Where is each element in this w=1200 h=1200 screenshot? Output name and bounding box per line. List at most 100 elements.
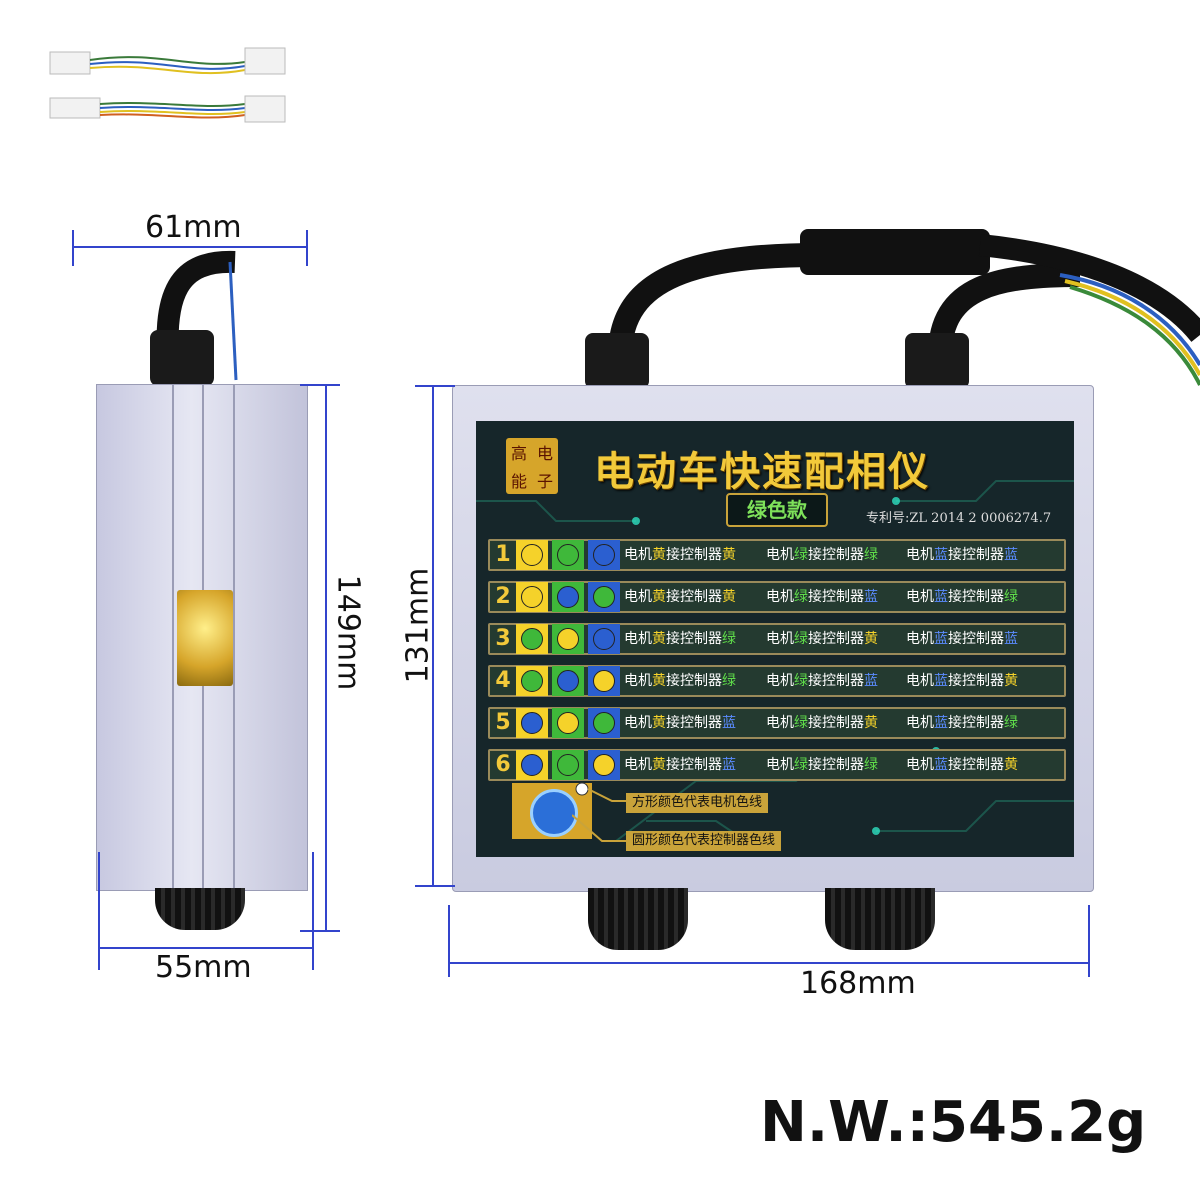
instruction-fragment: 接控制器: [808, 673, 864, 689]
instruction-fragment: 蓝: [934, 589, 948, 605]
side-cable-gland: [150, 330, 214, 386]
controller-color-dot: [557, 712, 579, 734]
instruction-fragment: 黄: [1004, 757, 1018, 773]
instruction-fragment: 蓝: [864, 673, 878, 689]
row-number: 6: [495, 752, 511, 777]
instruction-fragment: 绿: [794, 673, 808, 689]
instruction-fragment: 绿: [722, 673, 736, 689]
wiring-instruction: 电机蓝接控制器蓝: [906, 541, 1018, 569]
front-knob-right: [825, 888, 935, 950]
legend-square-label: 方形颜色代表电机色线: [626, 793, 769, 813]
instruction-fragment: 电机: [906, 589, 934, 605]
instruction-fragment: 接控制器: [808, 547, 864, 563]
instruction-fragment: 绿: [864, 547, 878, 563]
instruction-fragment: 黄: [722, 589, 736, 605]
dim-line-side-top: [72, 246, 308, 248]
instruction-fragment: 蓝: [934, 673, 948, 689]
motor-color-square: [516, 666, 548, 696]
controller-color-dot: [593, 754, 615, 776]
controller-color-dot: [593, 712, 615, 734]
wiring-instruction: 电机绿接控制器绿: [766, 541, 878, 569]
instruction-fragment: 接控制器: [666, 631, 722, 647]
wiring-instruction: 电机黄接控制器蓝: [624, 751, 736, 779]
controller-color-dot: [593, 544, 615, 566]
instruction-fragment: 黄: [652, 715, 666, 731]
hologram-sticker: [177, 590, 233, 686]
row-number: 5: [495, 710, 511, 735]
motor-color-square: [552, 582, 584, 612]
instruction-fragment: 接控制器: [808, 757, 864, 773]
instruction-fragment: 蓝: [1004, 547, 1018, 563]
dim-line-side-height: [325, 384, 327, 932]
controller-color-dot: [521, 754, 543, 776]
controller-color-dot: [557, 754, 579, 776]
cable-sleeve: [800, 229, 990, 275]
instruction-fragment: 绿: [794, 589, 808, 605]
row-number: 4: [495, 668, 511, 693]
instruction-fragment: 接控制器: [666, 589, 722, 605]
motor-color-square: [516, 582, 548, 612]
instruction-fragment: 黄: [722, 547, 736, 563]
controller-color-dot: [593, 628, 615, 650]
net-weight: N.W.:545.2g: [760, 1090, 1147, 1155]
dim-front-width: 168mm: [800, 966, 916, 1001]
side-bottom-knob: [155, 888, 245, 930]
instruction-fragment: 接控制器: [948, 715, 1004, 731]
instruction-fragment: 黄: [1004, 673, 1018, 689]
controller-color-dot: [593, 586, 615, 608]
instruction-fragment: 蓝: [722, 757, 736, 773]
panel-title: 电动车快速配相仪: [594, 449, 930, 495]
instruction-fragment: 接控制器: [666, 757, 722, 773]
instruction-fragment: 绿: [794, 631, 808, 647]
instruction-fragment: 接控制器: [808, 589, 864, 605]
instruction-fragment: 黄: [652, 757, 666, 773]
instruction-fragment: 电机: [906, 715, 934, 731]
motor-color-square: [552, 750, 584, 780]
legend-circle-icon: [530, 789, 578, 837]
logo-char: 电: [536, 444, 553, 463]
dim-front-height: 131mm: [400, 567, 436, 684]
wiring-instruction: 电机蓝接控制器黄: [906, 667, 1018, 695]
instruction-fragment: 蓝: [934, 757, 948, 773]
instruction-fragment: 黄: [652, 673, 666, 689]
motor-color-square: [588, 666, 620, 696]
wiring-instruction: 电机黄接控制器蓝: [624, 709, 736, 737]
instruction-fragment: 接控制器: [948, 757, 1004, 773]
instruction-fragment: 电机: [766, 715, 794, 731]
instruction-fragment: 接控制器: [948, 589, 1004, 605]
wiring-instruction: 电机绿接控制器绿: [766, 751, 878, 779]
adapter-cable-top: [49, 47, 286, 75]
motor-color-square: [588, 624, 620, 654]
row-number: 1: [495, 542, 511, 567]
instruction-fragment: 绿: [722, 631, 736, 647]
logo-char: 子: [536, 472, 553, 491]
dim-side-width-bottom: 55mm: [155, 950, 252, 985]
instruction-fragment: 电机: [766, 589, 794, 605]
instruction-fragment: 黄: [864, 631, 878, 647]
wiring-instruction: 电机蓝接控制器绿: [906, 709, 1018, 737]
instruction-fragment: 电机: [624, 631, 652, 647]
instruction-fragment: 电机: [766, 673, 794, 689]
motor-color-square: [588, 708, 620, 738]
logo-char: 能: [510, 472, 527, 491]
instruction-fragment: 绿: [794, 547, 808, 563]
instruction-fragment: 电机: [906, 547, 934, 563]
instruction-fragment: 接控制器: [666, 715, 722, 731]
front-knob-left: [588, 888, 688, 950]
wiring-instruction: 电机黄接控制器绿: [624, 667, 736, 695]
wiring-instruction: 电机绿接控制器蓝: [766, 583, 878, 611]
logo-char: 高: [510, 444, 527, 463]
motor-color-square: [552, 540, 584, 570]
instruction-fragment: 绿: [794, 757, 808, 773]
adapter-cable-bottom: [49, 95, 286, 123]
controller-color-dot: [557, 544, 579, 566]
motor-color-square: [516, 708, 548, 738]
motor-color-square: [552, 624, 584, 654]
wiring-instruction: 电机绿接控制器黄: [766, 625, 878, 653]
motor-color-square: [552, 708, 584, 738]
patent-number: 专利号:ZL 2014 2 0006274.7: [866, 511, 1052, 526]
